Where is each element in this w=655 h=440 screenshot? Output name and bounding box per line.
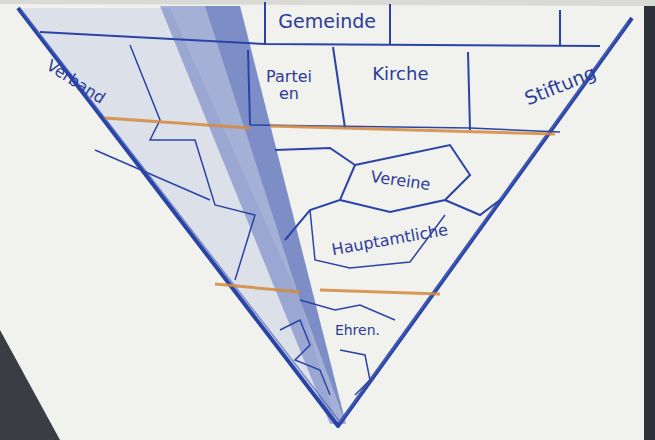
cell-label: Gemeinde: [277, 12, 377, 32]
clubs-cell: Vereine: [368, 168, 433, 193]
cell-label: Hauptamtliche: [330, 221, 451, 258]
volunteer-cell: Ehren.: [333, 323, 381, 338]
fulltime-cell: Hauptamtliche: [330, 221, 451, 258]
church-cell: Kirche: [371, 65, 430, 84]
association-cell: Verband: [42, 56, 109, 108]
cell-label: Stiftung: [521, 62, 600, 109]
cell-label: Ehren.: [333, 323, 381, 338]
foundation-cell: Stiftung: [521, 62, 600, 109]
cell-label: Kirche: [371, 65, 430, 84]
party-cell: Partei en: [258, 69, 320, 103]
community-cell: Gemeinde: [277, 12, 377, 32]
cell-label: Verband: [42, 56, 109, 108]
cell-label: Vereine: [368, 168, 433, 193]
cell-label: Partei en: [258, 69, 320, 103]
